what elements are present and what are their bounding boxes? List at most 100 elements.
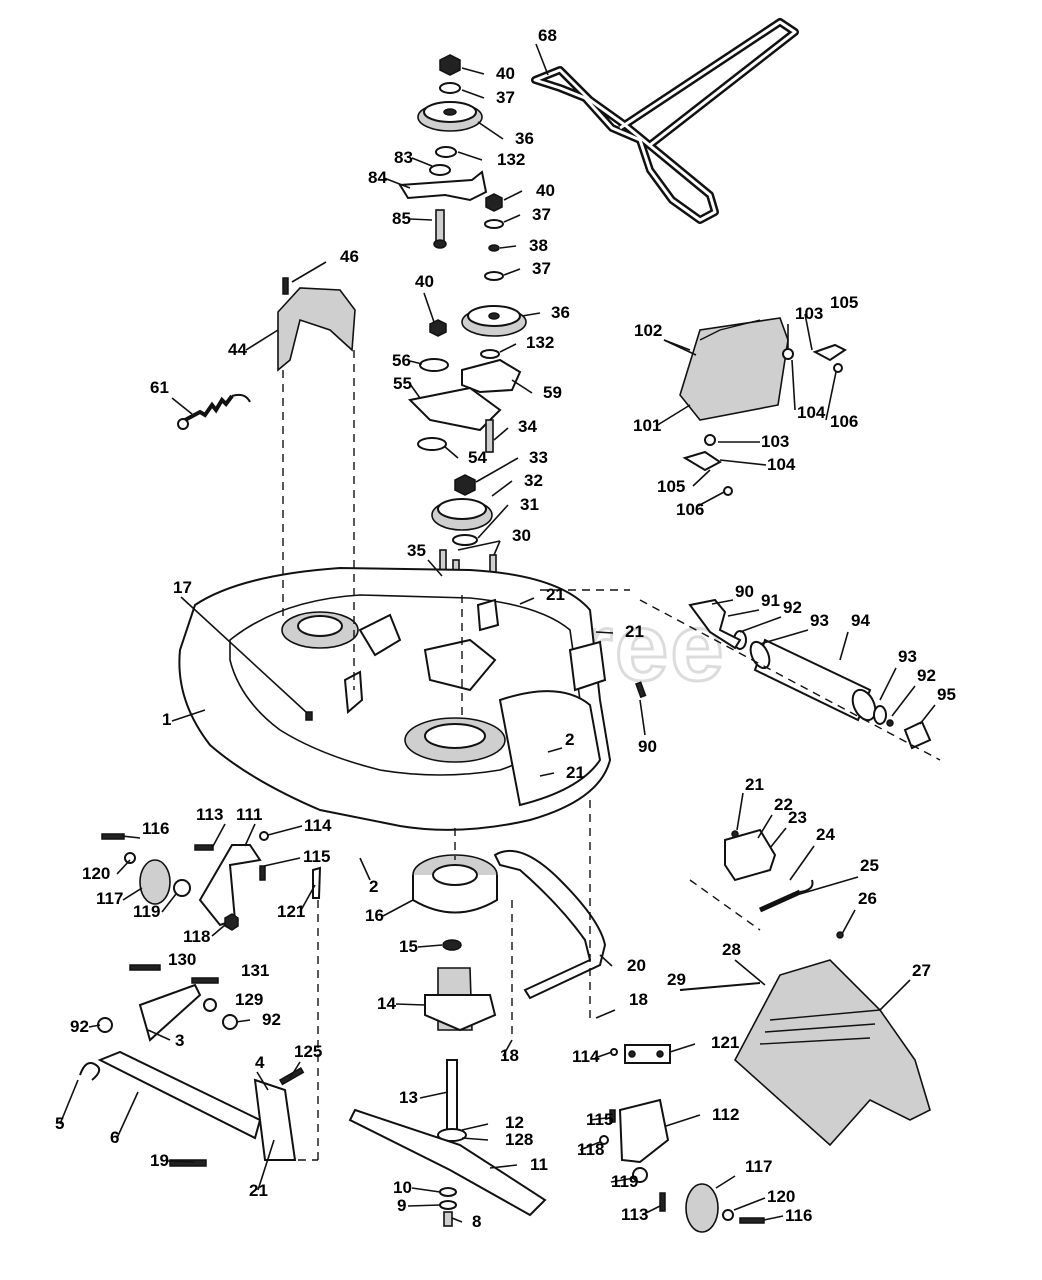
callout-40: 40 xyxy=(496,64,515,83)
callout-115: 115 xyxy=(303,847,330,866)
callout-59: 59 xyxy=(543,383,562,402)
callout-36: 36 xyxy=(551,303,570,322)
callout-35: 35 xyxy=(407,541,426,560)
callout-91: 91 xyxy=(761,591,780,610)
drive-belt xyxy=(531,18,799,224)
callout-1: 1 xyxy=(162,710,171,729)
callout-128: 128 xyxy=(505,1130,533,1149)
callout-29: 29 xyxy=(667,970,686,989)
callout-92: 92 xyxy=(783,598,802,617)
assembly-lines xyxy=(282,350,941,1161)
callout-118: 118 xyxy=(577,1140,604,1159)
callout-26: 26 xyxy=(858,889,877,908)
idler-pulley-middle xyxy=(407,193,527,453)
callout-103: 103 xyxy=(795,304,823,323)
front-bracket xyxy=(724,828,844,939)
hanger-bracket-right xyxy=(599,1044,765,1233)
spring xyxy=(177,393,251,430)
callout-68: 68 xyxy=(538,26,557,45)
callout-61: 61 xyxy=(150,378,169,397)
callout-104: 104 xyxy=(767,455,796,474)
callout-21: 21 xyxy=(745,775,764,794)
callout-117: 117 xyxy=(745,1157,772,1176)
callout-38: 38 xyxy=(529,236,548,255)
callout-120: 120 xyxy=(82,864,110,883)
callout-92: 92 xyxy=(917,666,936,685)
callout-40: 40 xyxy=(536,181,555,200)
callout-101: 101 xyxy=(633,416,661,435)
callout-16: 16 xyxy=(365,906,384,925)
callout-104: 104 xyxy=(797,403,826,422)
idler-pulley-upper xyxy=(398,54,488,249)
callout-40: 40 xyxy=(415,272,434,291)
callout-83: 83 xyxy=(394,148,413,167)
callout-5: 5 xyxy=(55,1114,64,1133)
callout-84: 84 xyxy=(368,168,387,187)
callout-22: 22 xyxy=(774,795,793,814)
callout-4: 4 xyxy=(255,1053,265,1072)
callout-113: 113 xyxy=(621,1205,648,1224)
callout-33: 33 xyxy=(529,448,548,467)
anti-scalp-roller xyxy=(635,598,932,750)
discharge-deflector xyxy=(679,317,847,496)
callout-3: 3 xyxy=(175,1031,184,1050)
callout-116: 116 xyxy=(142,819,169,838)
callout-111: 111 xyxy=(236,805,263,824)
callout-36: 36 xyxy=(515,129,534,148)
callout-21: 21 xyxy=(625,622,644,641)
callout-90: 90 xyxy=(735,582,754,601)
callout-20: 20 xyxy=(627,956,646,975)
callout-8: 8 xyxy=(472,1212,481,1231)
callout-130: 130 xyxy=(168,950,196,969)
callout-17: 17 xyxy=(173,578,192,597)
callout-18: 18 xyxy=(629,990,648,1009)
callout-37: 37 xyxy=(532,259,551,278)
callout-21: 21 xyxy=(546,585,565,604)
callout-114: 114 xyxy=(304,816,332,835)
callout-54: 54 xyxy=(468,448,487,467)
callout-24: 24 xyxy=(816,825,835,844)
callout-37: 37 xyxy=(532,205,551,224)
callout-10: 10 xyxy=(393,1178,412,1197)
callout-2: 2 xyxy=(369,877,378,896)
callout-132: 132 xyxy=(497,150,525,169)
callout-34: 34 xyxy=(518,417,537,436)
callout-23: 23 xyxy=(788,808,807,827)
callout-19: 19 xyxy=(150,1151,169,1170)
callout-120: 120 xyxy=(767,1187,795,1206)
callout-13: 13 xyxy=(399,1088,418,1107)
callout-12: 12 xyxy=(505,1113,524,1132)
callout-129: 129 xyxy=(235,990,263,1009)
callout-92: 92 xyxy=(70,1017,89,1036)
callout-106: 106 xyxy=(676,500,704,519)
callout-2: 2 xyxy=(565,730,574,749)
callout-94: 94 xyxy=(851,611,870,630)
callout-119: 119 xyxy=(611,1172,638,1191)
callout-28: 28 xyxy=(722,940,741,959)
callout-121: 121 xyxy=(711,1033,739,1052)
callout-113: 113 xyxy=(196,805,223,824)
callout-105: 105 xyxy=(657,477,685,496)
callout-116: 116 xyxy=(785,1206,812,1225)
callout-85: 85 xyxy=(392,209,411,228)
callout-115: 115 xyxy=(586,1110,613,1129)
callout-112: 112 xyxy=(712,1105,739,1124)
callout-6: 6 xyxy=(110,1128,119,1147)
callout-30: 30 xyxy=(512,526,531,545)
callout-103: 103 xyxy=(761,432,789,451)
callout-132: 132 xyxy=(526,333,554,352)
callout-25: 25 xyxy=(860,856,879,875)
callout-119: 119 xyxy=(133,902,160,921)
callout-18: 18 xyxy=(500,1046,519,1065)
callout-93: 93 xyxy=(898,647,917,666)
callout-9: 9 xyxy=(397,1196,406,1215)
belt-guard xyxy=(277,277,356,372)
callout-32: 32 xyxy=(524,471,543,490)
callout-55: 55 xyxy=(393,374,412,393)
leader-lines xyxy=(59,43,936,1223)
mower-deck xyxy=(178,566,612,831)
callout-56: 56 xyxy=(392,351,411,370)
callout-93: 93 xyxy=(810,611,829,630)
